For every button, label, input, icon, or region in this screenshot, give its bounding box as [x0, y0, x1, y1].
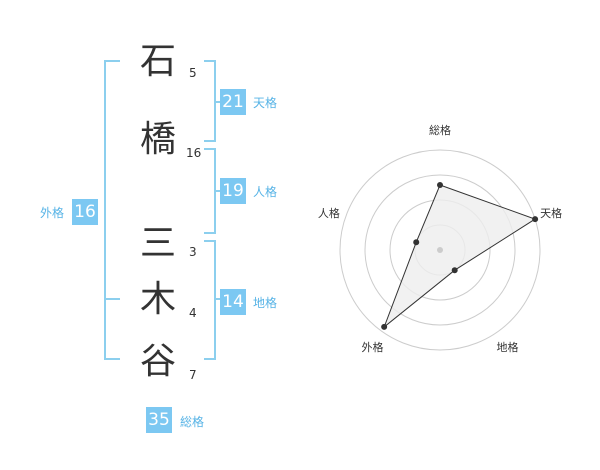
stroke-count-4: 4	[189, 306, 197, 320]
radar-point-2	[532, 216, 539, 223]
stroke-count-1: 5	[189, 66, 197, 80]
chikaku-bracket	[204, 240, 216, 360]
radar-point-1	[437, 182, 443, 188]
radar-ring	[364, 174, 516, 326]
jinkaku-label: 人格	[253, 185, 278, 199]
radar-ring	[339, 149, 541, 351]
name-char-3: 三	[139, 223, 176, 264]
name-char-5: 谷	[139, 341, 176, 382]
radar-axis-label-4: 外格	[362, 340, 384, 354]
name-char-1: 石	[139, 41, 176, 82]
jinkaku-badge: 19	[220, 178, 246, 204]
stroke-count-5: 7	[189, 368, 197, 382]
chikaku-connector	[214, 298, 220, 300]
radar-axis-label-1: 総格	[429, 123, 451, 137]
radar-data-polygon	[383, 184, 537, 329]
radar-point-4	[381, 323, 388, 330]
tenkaku-connector	[214, 101, 220, 103]
soukaku-badge: 35	[146, 407, 172, 433]
stroke-count-3: 3	[189, 245, 197, 259]
gaikaku-bracket	[104, 60, 120, 360]
tenkaku-label: 天格	[253, 96, 278, 110]
radar-point-3	[451, 267, 458, 274]
jinkaku-connector	[214, 190, 220, 192]
name-char-4: 木	[139, 279, 176, 320]
chikaku-badge: 14	[220, 289, 246, 315]
soukaku-label: 総格	[180, 415, 205, 429]
radar-axis-label-5: 人格	[318, 206, 340, 220]
radar-axis-label-2: 天格	[540, 206, 562, 220]
gaikaku-label: 外格	[40, 206, 65, 220]
gaikaku-divider-tick	[104, 298, 120, 300]
tenkaku-badge: 21	[220, 89, 246, 115]
name-char-2: 橋	[139, 119, 176, 160]
stroke-count-2: 16	[186, 146, 202, 160]
chikaku-label: 地格	[253, 296, 278, 310]
gaikaku-badge: 16	[72, 199, 98, 225]
radar-center-dot	[437, 247, 443, 253]
radar-axis-label-3: 地格	[497, 340, 519, 354]
radar-point-5	[413, 239, 420, 246]
